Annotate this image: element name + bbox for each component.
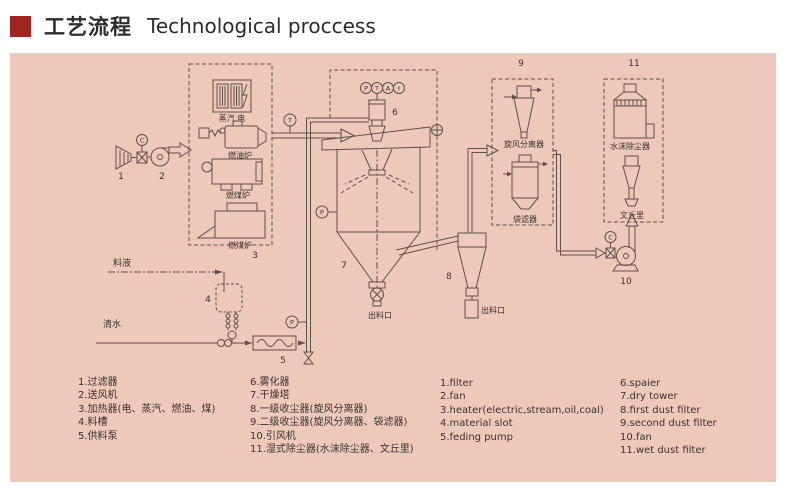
material-tank-4: 4 (205, 283, 243, 343)
legend-item: 7.干燥塔 (250, 390, 290, 402)
label-coal-furnace-b: 燃煤炉 (228, 240, 252, 250)
legend-zh-col-1: 1.过滤器 2.送风机 3.加热器(电、蒸汽、燃油、煤) 4.料槽 5.供料泵 (78, 376, 215, 443)
gauge-p-tower-label: P (320, 209, 324, 217)
legend-item: 10.fan (620, 431, 652, 443)
tower-zone-box (329, 69, 443, 250)
number-11: 11 (628, 59, 639, 69)
inlet-valve: C (136, 134, 148, 164)
label-tower-outlet: 出料口 (368, 310, 392, 320)
legend-item: 3.加热器(电、蒸汽、燃油、煤) (78, 403, 216, 415)
page-title-zh: 工艺流程 (44, 15, 132, 39)
label-venturi: 文丘里 (620, 210, 644, 220)
legend-item: 1.filter (440, 378, 473, 389)
feed-liquid-line: 料液 (108, 257, 225, 284)
legend-item: 3.heater(electric,stream,oil,coal) (440, 404, 604, 416)
label-oil-furnace: 燃油炉 (228, 150, 252, 160)
legend-item: 11.湿式除尘器(水沫除尘器、文丘里) (250, 444, 414, 456)
legend-item: 8.first dust filter (620, 404, 701, 416)
supply-fan: 2 (147, 142, 192, 182)
instrument-i-label: I (398, 85, 400, 93)
legend-item: 4.料槽 (78, 417, 108, 429)
label-cyclone-outlet: 出料口 (481, 305, 505, 315)
feed-pipe: P (285, 117, 369, 365)
legend-item: 5.feding pump (440, 431, 513, 443)
motor-c-label: C (140, 137, 145, 145)
gauge-t-label: T (287, 117, 292, 125)
number-5: 5 (280, 356, 286, 366)
legend-item: 9.二级收尘器(旋风分离器、袋滤器) (250, 417, 408, 429)
clean-water-line: 清水 (96, 318, 252, 347)
legend-en-col-1: 1.filter 2.fan 3.heater(electric,stream,… (440, 377, 604, 444)
motor-c-fan-label: C (608, 234, 613, 242)
legend-item: 4.material slot (440, 418, 513, 430)
legend-item: 2.送风机 (78, 390, 118, 402)
legend-item: 6.雾化器 (250, 377, 290, 388)
legend-item: 7.dry tower (620, 391, 678, 403)
legend-zh-col-2: 6.雾化器 7.干燥塔 8.一级收尘器(旋风分离器) 9.二级收尘器(旋风分离器… (250, 376, 414, 456)
number-4: 4 (205, 295, 211, 305)
number-6: 6 (392, 108, 398, 118)
legend-item: 9.second dust filter (620, 418, 717, 430)
water-mist-collector: 水沫除尘器 (610, 83, 655, 151)
number-3: 3 (252, 251, 258, 261)
hot-air-duct: T (272, 113, 356, 143)
number-1: 1 (118, 172, 124, 182)
label-bag-filter: 袋滤器 (513, 214, 537, 224)
steam-electric-heater: 蒸汽 电 (212, 79, 252, 123)
number-2: 2 (159, 172, 165, 182)
coal-furnace-b: 燃煤炉 (196, 202, 266, 250)
instrument-row: P T A I (360, 82, 405, 94)
label-cyclone-separator: 旋风分离器 (504, 139, 544, 149)
legend-item: 1.过滤器 (78, 377, 118, 388)
legend-item: 2.fan (440, 391, 466, 403)
label-feed-liquid: 料液 (113, 257, 131, 269)
bag-filter: 袋滤器 (503, 154, 548, 224)
legend-item: 5.供料泵 (78, 430, 118, 442)
dry-tower: P 7 出料口 (315, 126, 431, 320)
coal-furnace-a: 燃煤炉 (201, 158, 263, 200)
label-water-mist-collector: 水沫除尘器 (610, 141, 650, 151)
heater-group-box: 3 (188, 63, 273, 261)
instrument-p-label: P (364, 85, 368, 93)
air-filter: 1 (115, 145, 137, 182)
legend-item: 10.引风机 (250, 430, 296, 442)
cyclone-8: 8 出料口 (446, 144, 505, 319)
label-coal-furnace-a: 燃煤炉 (226, 190, 250, 200)
cyclone-separator: 旋风分离器 (504, 85, 544, 149)
label-clean-water: 清水 (103, 318, 121, 330)
number-9: 9 (518, 59, 524, 69)
collector-box-9: 9 (491, 59, 554, 226)
number-8: 8 (446, 272, 452, 282)
legend-en-col-2: 6.spaier 7.dry tower 8.first dust filter… (620, 377, 717, 457)
exhaust-fan-10: 10 (612, 212, 639, 287)
legend-item: 11.wet dust filter (620, 445, 706, 457)
duct-to-fan: C (553, 150, 617, 259)
wet-collector-box-11: 11 (603, 59, 664, 223)
oil-furnace: 燃油炉 (198, 120, 267, 160)
instrument-a-label: A (386, 85, 391, 93)
legend-item: 6.spaier (620, 378, 661, 389)
feed-pump-5: 5 (252, 335, 306, 366)
instrument-t-label: T (374, 85, 379, 93)
atomizer: 6 (368, 93, 398, 142)
venturi: 文丘里 (620, 155, 644, 220)
number-7: 7 (341, 261, 347, 271)
gauge-p-pipe-label: P (290, 319, 294, 327)
number-10: 10 (620, 277, 632, 287)
section-marker-square (10, 15, 31, 37)
label-steam-electric: 蒸汽 电 (219, 113, 246, 123)
page-title-en: Technological proccess (147, 14, 376, 38)
legend-item: 8.一级收尘器(旋风分离器) (250, 403, 368, 415)
tower-exhaust-duct (395, 235, 459, 256)
page-header: 工艺流程 Technological proccess (10, 11, 376, 41)
